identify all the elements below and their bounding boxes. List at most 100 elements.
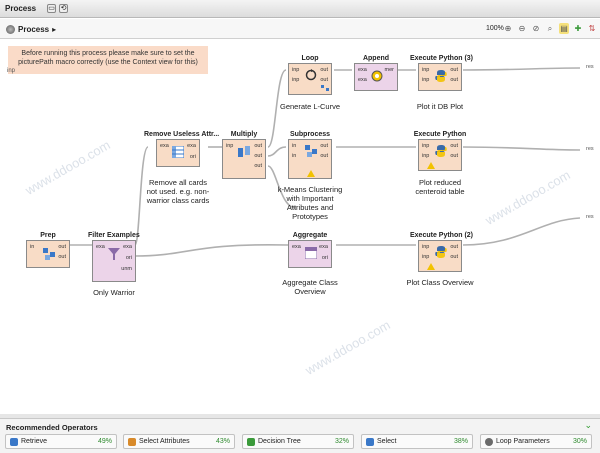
port-inp: inp — [226, 143, 234, 149]
operator-execute-python-3[interactable]: inp inp out out — [418, 63, 462, 91]
port-out: out — [254, 153, 262, 159]
python2-title: Execute Python (2) — [410, 232, 474, 239]
filter-title: Filter Examples — [88, 232, 140, 239]
breadcrumb-process[interactable]: Process — [18, 24, 50, 34]
loop-label: Generate L-Curve — [279, 102, 341, 111]
recommended-item-label: Loop Parameters — [496, 438, 550, 445]
retrieve-icon — [10, 438, 18, 446]
port-ori: ori — [189, 154, 196, 160]
recommended-item-select-attributes[interactable]: Select Attributes 43% — [123, 434, 235, 449]
undock-icon[interactable]: ⟲ — [59, 4, 68, 13]
select-icon — [366, 438, 374, 446]
port-exa: exa — [358, 67, 367, 73]
operator-execute-python-2[interactable]: inp inp out out — [418, 240, 462, 272]
zoom-fit-icon[interactable]: ⊘ — [532, 24, 540, 33]
res-port-label: res — [586, 64, 594, 70]
remove-title: Remove Useless Attr... — [144, 131, 220, 138]
warning-icon[interactable] — [427, 162, 435, 169]
port-inp: inp — [422, 67, 430, 73]
port-inp: inp — [422, 254, 430, 260]
port-exa: exa — [123, 244, 132, 250]
process-icon — [6, 24, 15, 34]
port-inp: inp — [422, 143, 430, 149]
port-in: in — [30, 244, 35, 250]
operator-multiply[interactable]: inp out out out — [222, 139, 266, 179]
port-out: out — [450, 67, 458, 73]
connection-lines — [70, 67, 581, 257]
multiply-icon — [237, 145, 251, 159]
zoom-in-icon[interactable]: ⊕ — [504, 24, 512, 33]
operator-prep[interactable]: in out out — [26, 240, 70, 268]
port-inp: inp — [422, 77, 430, 83]
aggregate-title: Aggregate — [292, 232, 328, 239]
python-label: Plot reduced centeroid table — [415, 178, 465, 196]
order-icon[interactable]: ⇅ — [588, 24, 596, 33]
operator-filter-examples[interactable]: exa exa ori unm — [92, 240, 136, 282]
port-out: out — [254, 163, 262, 169]
wire-multiply-extra — [267, 165, 297, 209]
operator-subprocess[interactable]: in in out out — [288, 139, 332, 179]
port-inp: inp — [422, 153, 430, 159]
panel-separator[interactable] — [0, 414, 600, 418]
python2-label: Plot Class Overview — [406, 278, 474, 287]
wire-multiply-loop — [267, 69, 287, 148]
recommended-item-percent: 32% — [334, 438, 349, 445]
add-note-icon[interactable]: ▤ — [559, 23, 569, 34]
recommended-item-loop-parameters[interactable]: Loop Parameters 30% — [480, 434, 592, 449]
aggregate-label: Aggregate Class Overview — [282, 278, 338, 296]
port-inp: inp — [292, 77, 300, 83]
subprocess-icon — [42, 247, 56, 261]
breadcrumb[interactable]: Process ▸ — [6, 23, 56, 35]
operator-aggregate[interactable]: exa exa ori — [288, 240, 332, 268]
port-in: in — [292, 143, 297, 149]
warning-icon[interactable] — [307, 170, 315, 177]
recommended-item-select[interactable]: Select 38% — [361, 434, 473, 449]
process-toolbar: Process ▸ 100% ⊕ ⊖ ⊘ ⌕ ▤ ✚ ⇅ ◧ — [0, 19, 600, 39]
python-icon — [434, 69, 448, 83]
zoom-level: 100% — [486, 25, 504, 32]
filter-label: Only Warrior — [93, 288, 135, 297]
port-out: out — [450, 143, 458, 149]
recommended-title: Recommended Operators — [6, 423, 98, 432]
funnel-icon — [107, 247, 121, 261]
port-out: out — [58, 254, 66, 260]
append-icon — [370, 69, 384, 83]
operator-remove-useless-attributes[interactable]: exa exa ori — [156, 139, 200, 167]
select-attributes-icon — [128, 438, 136, 446]
recommended-item-label: Retrieve — [21, 438, 48, 445]
port-mer: mer — [384, 67, 394, 73]
port-exa: exa — [160, 143, 169, 149]
wire-python3-res — [462, 67, 581, 71]
port-out: out — [320, 153, 328, 159]
operator-append[interactable]: exa exa mer — [354, 63, 398, 91]
python-icon — [434, 245, 448, 259]
port-inp: inp — [422, 244, 430, 250]
process-canvas[interactable]: Before running this process please make … — [0, 40, 600, 414]
recommended-item-decision-tree[interactable]: Decision Tree 32% — [242, 434, 354, 449]
port-out: out — [450, 77, 458, 83]
process-note[interactable]: Before running this process please make … — [8, 46, 208, 74]
port-ori: ori — [321, 255, 328, 261]
aggregate-icon — [304, 246, 318, 260]
auto-layout-icon[interactable]: ✚ — [574, 24, 582, 33]
recommended-item-percent: 43% — [215, 438, 230, 445]
chevron-down-icon[interactable]: ⌄ — [584, 420, 592, 430]
input-port-label: inp — [7, 68, 16, 74]
wire-python2-res — [462, 217, 581, 246]
restore-icon[interactable]: ▭ — [47, 4, 56, 13]
zoom-reset-icon[interactable]: ⌕ — [547, 23, 553, 33]
prep-title: Prep — [40, 232, 56, 239]
subprocess-label: k-Means Clustering with Important Attrib… — [277, 185, 343, 221]
warning-icon[interactable] — [427, 263, 435, 270]
zoom-out-icon[interactable]: ⊖ — [518, 24, 526, 33]
table-icon — [171, 145, 185, 159]
loop-title: Loop — [301, 55, 319, 62]
port-unm: unm — [121, 266, 132, 272]
operator-loop[interactable]: inp inp out out — [288, 63, 332, 95]
port-out: out — [320, 143, 328, 149]
operator-execute-python[interactable]: inp inp out out — [418, 139, 462, 171]
port-out: out — [58, 244, 66, 250]
loop-parameters-icon — [485, 438, 493, 446]
port-exa: exa — [292, 244, 301, 250]
recommended-item-retrieve[interactable]: Retrieve 49% — [5, 434, 117, 449]
